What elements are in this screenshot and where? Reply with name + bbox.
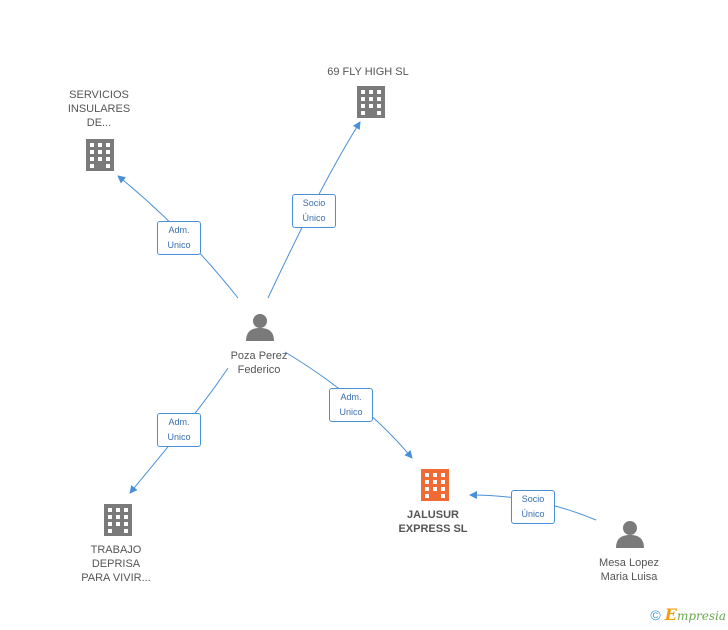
building-icon[interactable]: [421, 469, 449, 501]
person-label-poza[interactable]: Poza Perez Federico: [230, 350, 288, 376]
edges: [117, 121, 597, 521]
relation-badge-poza-jalusur: Adm. Unico: [329, 388, 373, 422]
company-label-trabajo[interactable]: TRABAJO DEPRISA PARA VIVIR...: [81, 544, 151, 584]
person-icon[interactable]: [246, 314, 274, 341]
relation-badge-poza-servicios: Adm. Unico: [157, 221, 201, 255]
relation-badge-poza-flyhigh: Socio Único: [292, 194, 336, 228]
relation-badge-mesa-jalusur: Socio Único: [511, 490, 555, 524]
person-icon[interactable]: [616, 521, 644, 548]
footer-brand: © Empresia: [650, 605, 726, 624]
brand-logo[interactable]: Empresia: [664, 605, 726, 624]
building-icon[interactable]: [357, 86, 385, 118]
copyright-icon: ©: [650, 606, 661, 623]
relation-badge-poza-trabajo: Adm. Unico: [157, 413, 201, 447]
company-label-jalusur[interactable]: JALUSUR EXPRESS SL: [398, 509, 468, 535]
building-icon[interactable]: [86, 139, 114, 171]
company-label-servicios[interactable]: SERVICIOS INSULARES DE...: [67, 89, 131, 129]
company-label-flyhigh[interactable]: 69 FLY HIGH SL: [327, 66, 409, 78]
building-icon[interactable]: [104, 504, 132, 536]
person-label-mesa[interactable]: Mesa Lopez Maria Luisa: [599, 557, 659, 583]
